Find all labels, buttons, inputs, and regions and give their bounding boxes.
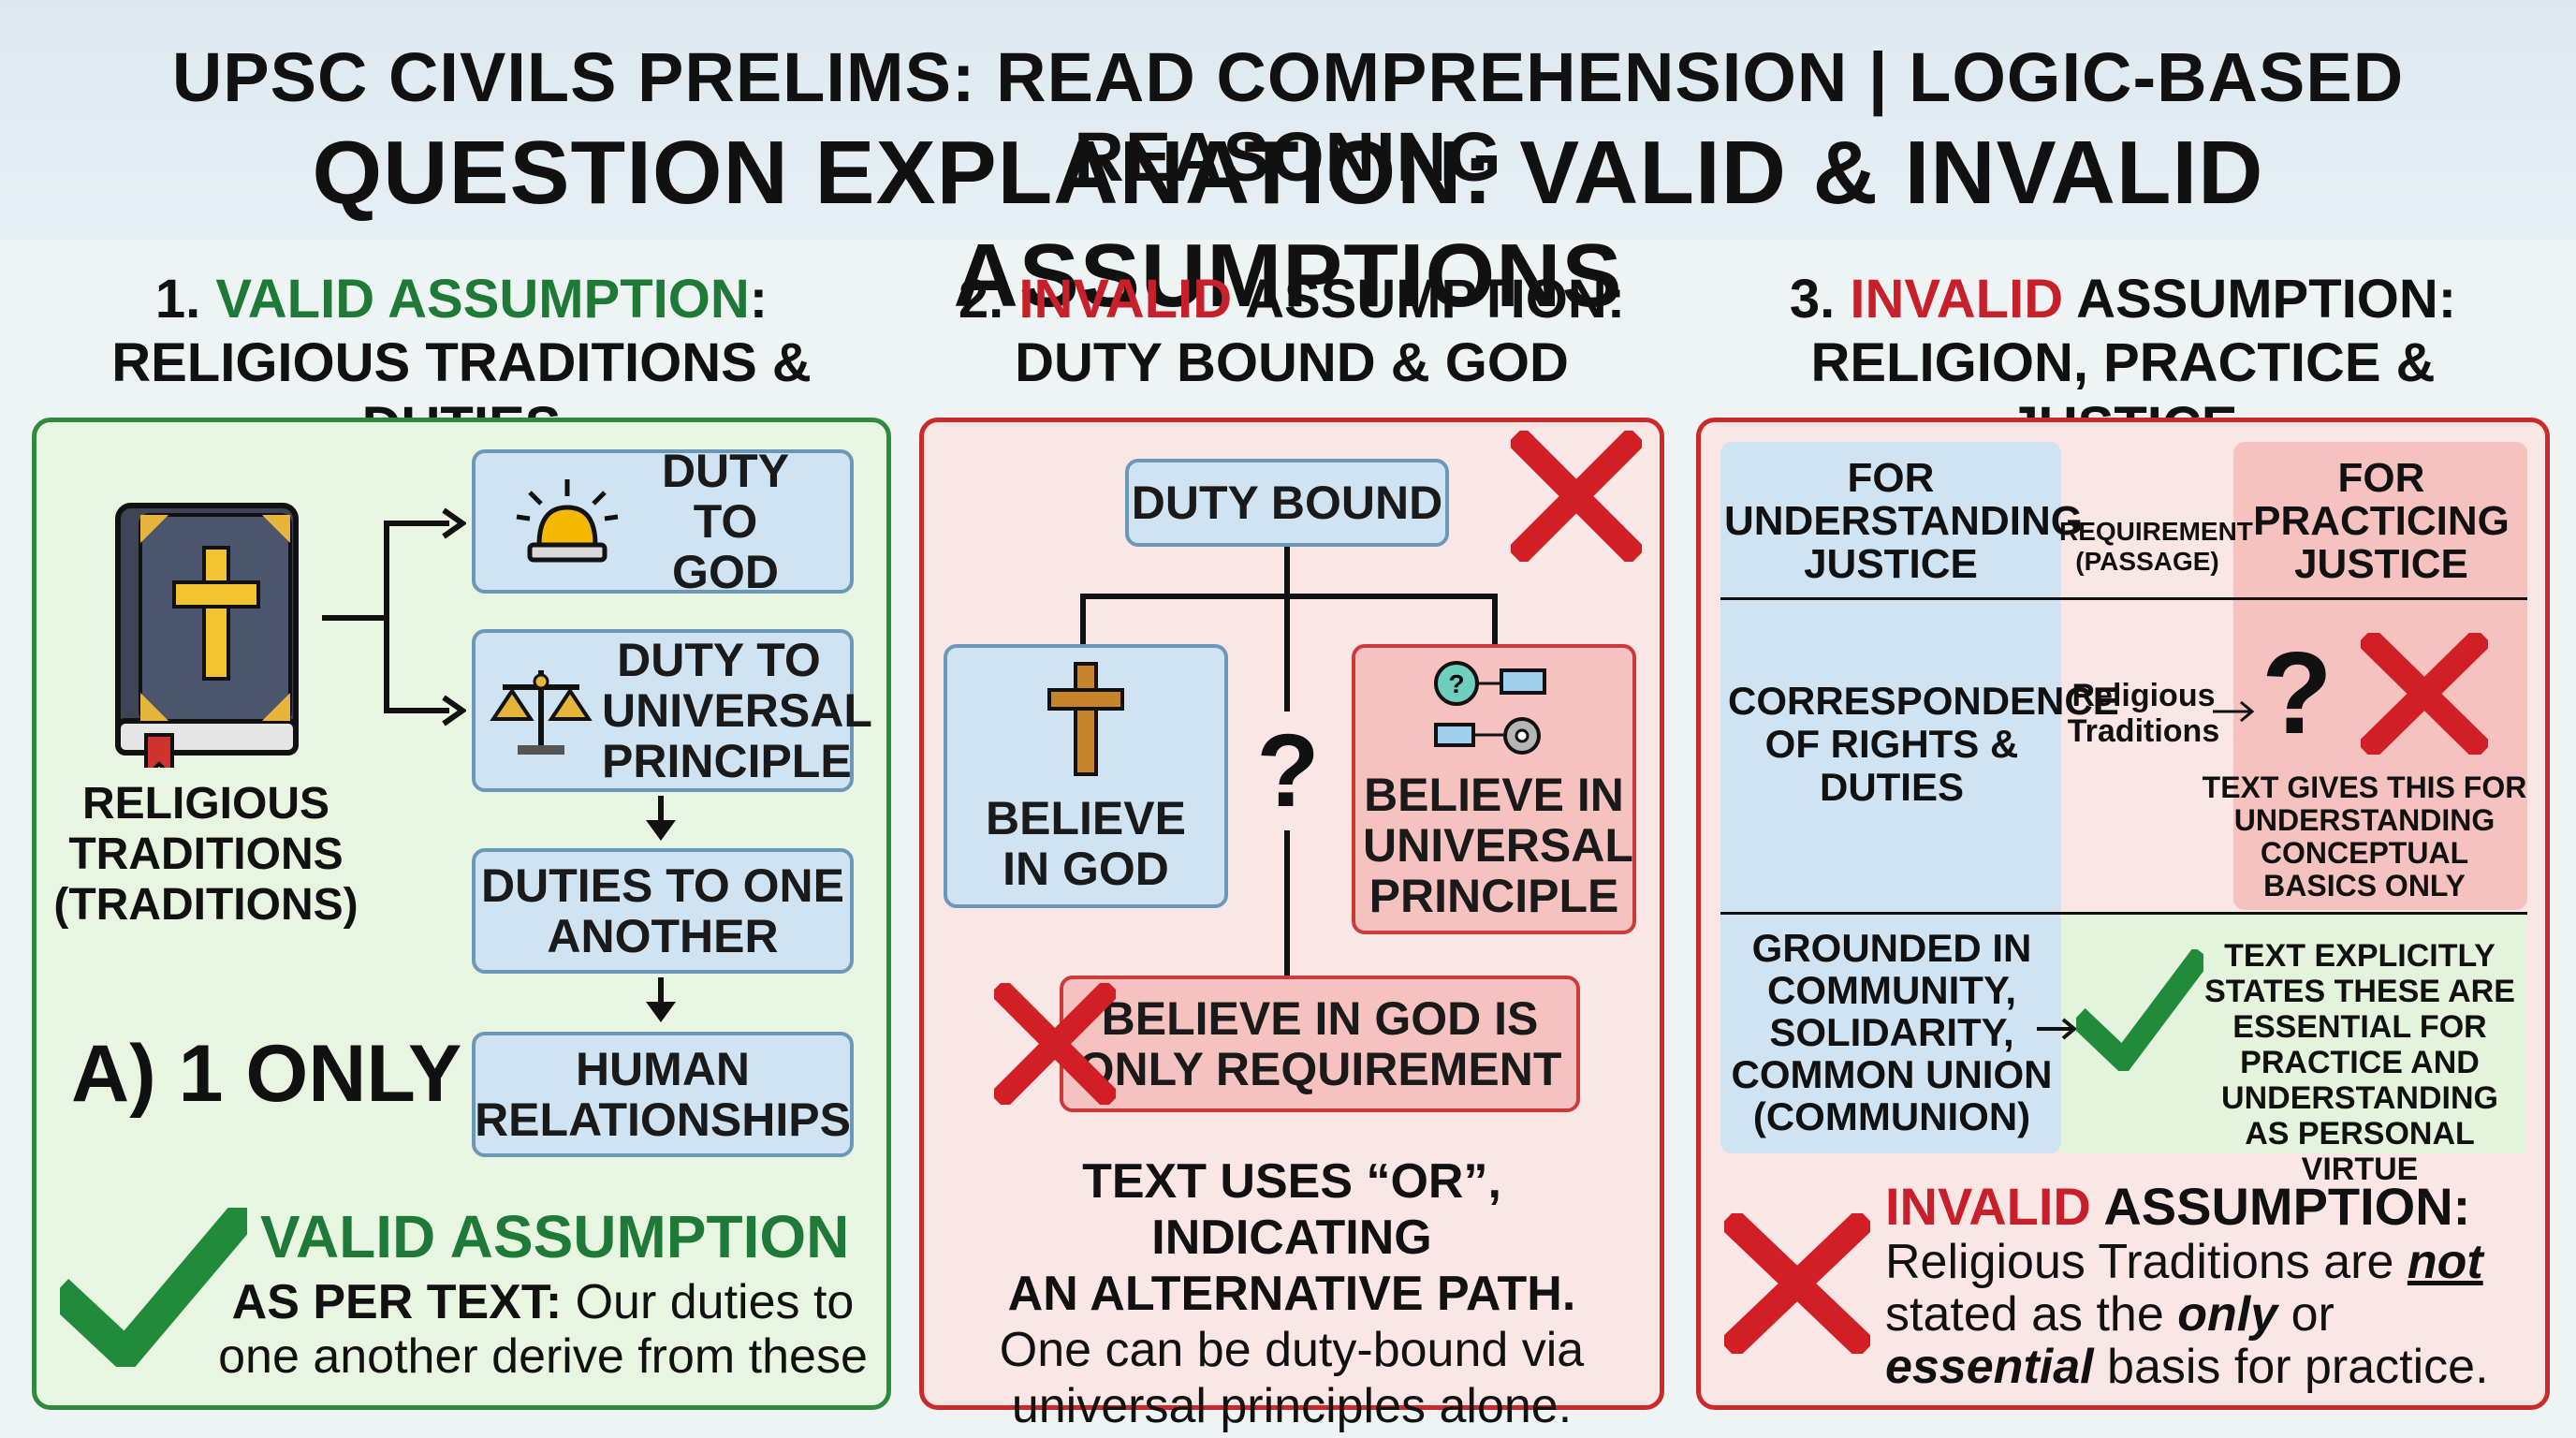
explanation-line2: universal principles alone. <box>1011 1379 1573 1433</box>
section1-number: 1. <box>154 269 201 330</box>
box-duty-bound: DUTY BOUND <box>1125 459 1449 547</box>
verdict-not: not <box>2407 1235 2483 1289</box>
connector <box>1080 594 1498 599</box>
verdict-essential: essential <box>1885 1340 2094 1394</box>
verdict-text2: stated as the <box>1885 1287 2164 1342</box>
book-icon <box>115 503 299 768</box>
section3-title-rest: ASSUMPTION: <box>2076 269 2457 330</box>
arrow-right-icon <box>2037 1018 2078 1040</box>
verdict-valid: VALID ASSUMPTION <box>260 1203 850 1270</box>
box-believe-in-universal-principle: ? BELIEVE IN UNIVERSAL PRINCIPLE <box>1352 644 1636 934</box>
section1-keyword: VALID ASSUMPTION <box>215 269 750 330</box>
alarm-light-icon <box>516 479 619 563</box>
cross-religious-icon <box>1047 662 1124 776</box>
col-mid-head: REQUIREMENT (PASSAGE) <box>2059 517 2253 577</box>
verdict-invalid-keyword: INVALID <box>1885 1177 2091 1236</box>
section2-subtitle: DUTY BOUND & GOD <box>1015 332 1569 393</box>
svg-text:?: ? <box>1448 669 1464 698</box>
section2-title: 2. INVALID ASSUMPTION: DUTY BOUND & GOD <box>919 268 1664 395</box>
section3-keyword: INVALID <box>1850 269 2064 330</box>
box-believe-in-god-label: BELIEVE IN GOD <box>986 792 1186 895</box>
row1-mid: Religious Traditions <box>2067 678 2220 749</box>
col-left-head: FOR UNDERSTANDING JUSTICE <box>1724 455 2083 587</box>
connector <box>658 796 664 824</box>
divider <box>1720 912 2527 915</box>
explanation-bold-line2: AN ALTERNATIVE PATH. <box>1007 1267 1576 1321</box>
divider <box>1720 597 2527 600</box>
col-right-head: FOR PRACTICING JUSTICE <box>2253 455 2510 587</box>
box-believe-in-god: BELIEVE IN GOD <box>944 644 1228 908</box>
box-duty-to-universal-principle: DUTY TO UNIVERSAL PRINCIPLE <box>472 629 872 792</box>
book-label: RELIGIOUS TRADITIONS (TRADITIONS) <box>53 779 359 930</box>
section2-title-rest: ASSUMPTION: <box>1245 269 1626 330</box>
arrow-right-icon <box>2213 700 2255 723</box>
verdict-only: only <box>2177 1287 2278 1342</box>
verdict-or: or <box>2291 1287 2334 1342</box>
explanation-lead: AS PER TEXT: <box>231 1275 563 1329</box>
column-understanding <box>1720 442 2061 1153</box>
connector <box>1492 594 1498 646</box>
question-mark: ? <box>1251 712 1325 830</box>
arrow-right-icon <box>442 507 466 539</box>
row1-note: TEXT GIVES THIS FOR UNDERSTANDING CONCEP… <box>2202 770 2527 902</box>
col-mid-head-line2: (PASSAGE) <box>2075 547 2219 576</box>
arrow-right-icon <box>442 695 466 726</box>
cross-icon <box>2361 633 2488 755</box>
explanation-line1: Our duties to <box>575 1275 855 1329</box>
answer-label: A) 1 ONLY <box>71 1029 462 1119</box>
column-practicing <box>2233 442 2527 910</box>
box-human-relationships: HUMAN RELATIONSHIPS <box>472 1032 854 1157</box>
row1-question-mark: ? <box>2261 629 2333 758</box>
connector <box>384 708 449 713</box>
box-duty-to-universal-principle-label: DUTY TO UNIVERSAL PRINCIPLE <box>602 634 872 787</box>
check-icon <box>2076 949 2203 1071</box>
row2-left: GROUNDED IN COMMUNITY, SOLIDARITY, COMMO… <box>1731 926 2053 1138</box>
section1-explanation: AS PER TEXT: Our duties to one another d… <box>206 1275 880 1384</box>
box-duties-to-one-another: DUTIES TO ONE ANOTHER <box>472 848 854 974</box>
explanation-bold-line1: TEXT USES “OR”, INDICATING <box>1082 1154 1501 1265</box>
connector <box>658 977 664 1005</box>
box-duty-to-god-label: DUTY TO GOD <box>661 445 790 598</box>
section1-colon: : <box>749 269 768 330</box>
header-band <box>0 0 2576 240</box>
row2-note: TEXT EXPLICITLY STATES THESE ARE ESSENTI… <box>2204 938 2515 1187</box>
row1-left: CORRESPONDENCE OF RIGHTS & DUTIES <box>1728 679 2119 809</box>
scales-icon <box>490 670 593 755</box>
verdict-rest: ASSUMPTION: <box>2103 1177 2471 1236</box>
col-mid-head-line1: REQUIREMENT <box>2059 517 2253 546</box>
explanation-line2: one another derive from these <box>218 1329 868 1384</box>
gear-flow-icon: ? <box>1434 661 1546 755</box>
arrow-down-icon <box>646 1002 676 1022</box>
box-duty-to-god: DUTY TO GOD <box>472 445 854 598</box>
section2-explanation: TEXT USES “OR”, INDICATING AN ALTERNATIV… <box>936 1153 1647 1434</box>
connector <box>1080 594 1086 646</box>
cross-icon <box>1724 1213 1870 1354</box>
section3-verdict: INVALID ASSUMPTION: Religious Traditions… <box>1885 1177 2540 1394</box>
explanation-line1: One can be duty-bound via <box>999 1323 1585 1377</box>
header-title-line1: UPSC CIVILS PRELIMS: READ COMPREHENSION … <box>171 38 2405 196</box>
cross-icon <box>1511 431 1642 562</box>
verdict-text3: basis for practice. <box>2107 1340 2489 1394</box>
check-icon <box>60 1208 247 1367</box>
box-believe-in-universal-principle-label: BELIEVE IN UNIVERSAL PRINCIPLE <box>1363 769 1633 922</box>
connector <box>384 521 449 526</box>
cross-icon <box>994 983 1116 1105</box>
section2-keyword: INVALID <box>1018 269 1233 330</box>
header-title-line2: QUESTION EXPLANATION: VALID & INVALID AS… <box>312 123 2264 326</box>
section3-number: 3. <box>1789 269 1836 330</box>
box-believe-in-god-only: BELIEVE IN GOD IS ONLY REQUIREMENT <box>1060 976 1580 1112</box>
connector <box>322 615 388 621</box>
verdict-text1: Religious Traditions are <box>1885 1235 2394 1289</box>
connector <box>384 521 389 713</box>
section2-number: 2. <box>958 269 1004 330</box>
arrow-down-icon <box>646 820 676 841</box>
